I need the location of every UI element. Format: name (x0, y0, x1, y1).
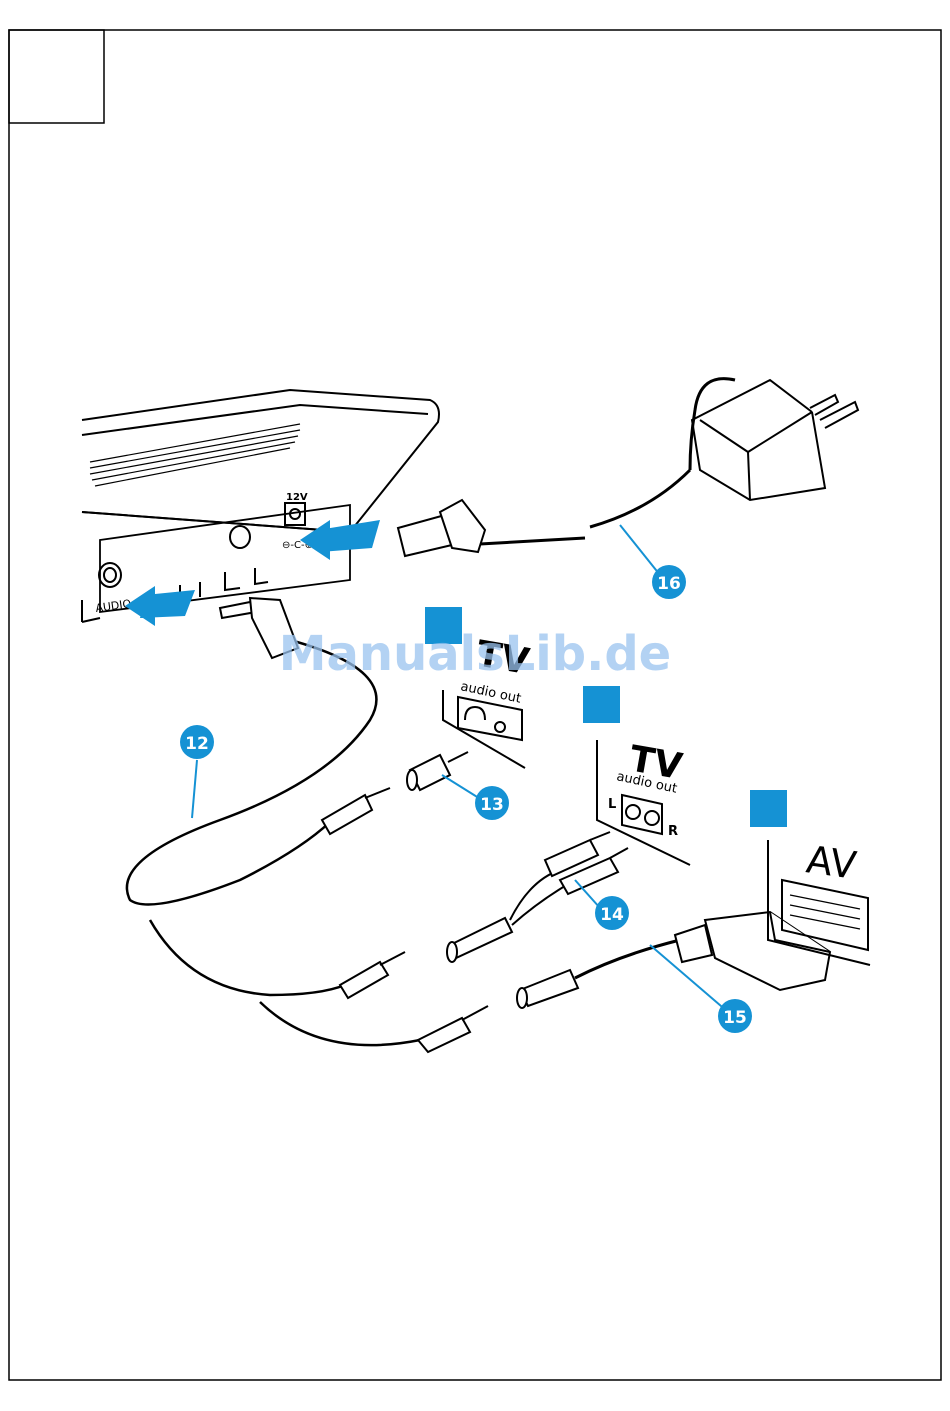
page-border (9, 30, 941, 1380)
callout-12: 12 (180, 725, 214, 759)
corner-box (9, 30, 104, 123)
jack-socket-icon (495, 722, 505, 732)
svg-text:16: 16 (657, 574, 681, 594)
callout-14: 14 (595, 896, 629, 930)
callout-15: 15 (718, 999, 752, 1033)
headphone-icon (465, 707, 485, 720)
section-marker-c (750, 790, 787, 827)
tv-b-right-label: R (668, 824, 678, 839)
rca-socket-icon (622, 795, 662, 834)
y-cable-14 (447, 832, 628, 962)
audio-cable-12 (127, 640, 420, 1045)
power-adapter-icon (692, 380, 858, 500)
watermark: ManualsLib.de (279, 626, 671, 682)
base-station (82, 390, 439, 622)
scart-cable-15 (517, 912, 830, 1008)
callout-13: 13 (475, 786, 509, 820)
tv-b-left-label: L (608, 797, 616, 812)
adapter-13 (407, 752, 468, 790)
arrow-icon (125, 586, 195, 626)
dc-plug (398, 500, 485, 556)
av-title: AV (804, 837, 859, 887)
svg-text:12: 12 (185, 734, 209, 754)
section-marker-b (583, 686, 620, 723)
svg-text:14: 14 (600, 905, 624, 925)
arrow-icon (300, 520, 380, 560)
dc-voltage-label: 12V (286, 492, 308, 503)
tv-a-subtitle: audio out (459, 679, 522, 706)
svg-text:15: 15 (723, 1008, 747, 1028)
dc-cable (480, 379, 735, 544)
callout-16: 16 (652, 565, 686, 599)
svg-text:13: 13 (480, 795, 504, 815)
